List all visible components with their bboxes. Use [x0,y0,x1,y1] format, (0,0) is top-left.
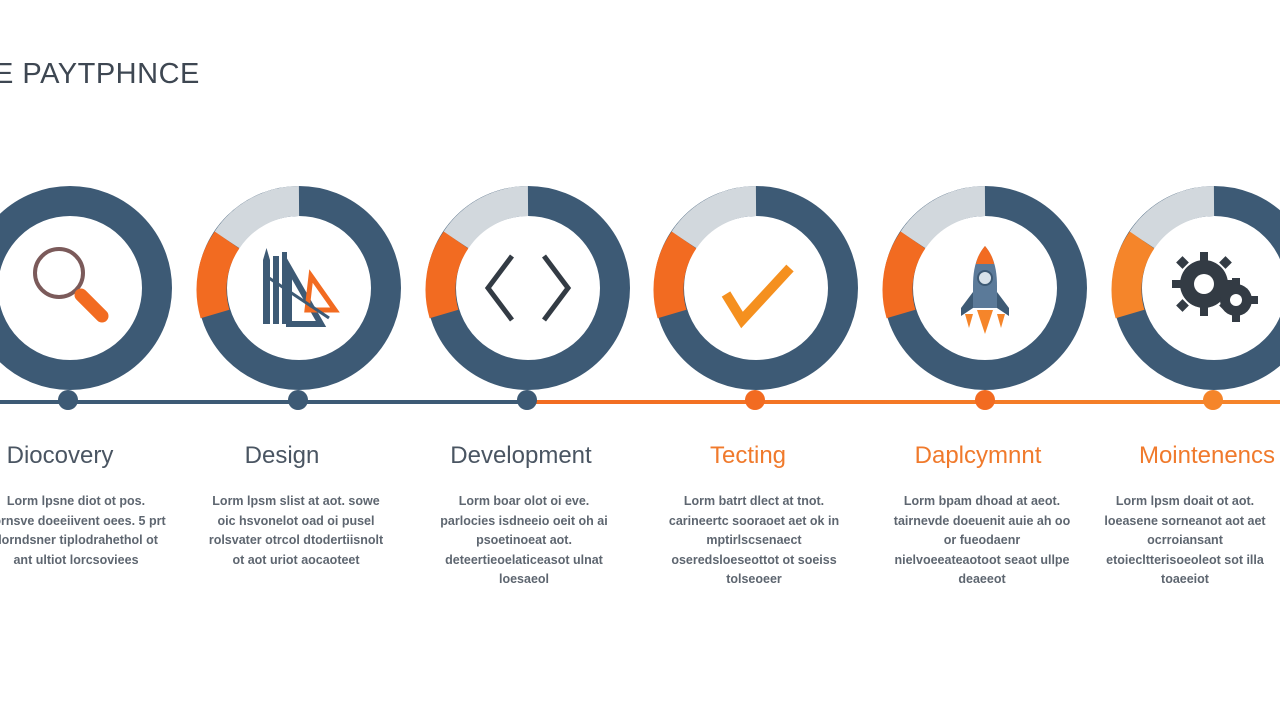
timeline-dot-4 [745,390,765,410]
magnifier-icon [20,238,120,338]
step-label-design: Design [244,442,320,469]
code-brackets-icon [478,238,578,338]
timeline-dot-5 [975,390,995,410]
timeline-dot-3 [517,390,537,410]
step-label-deployment: Daplcymnnt [914,442,1042,469]
step-ring-design [196,186,401,390]
timeline-line-orange [528,400,1280,404]
timeline-dot-1 [58,390,78,410]
step-ring-maintenance [1111,186,1280,390]
step-desc-design: Lorm lpsm slist at aot. sowe oic hsvonel… [208,494,384,567]
page-title: E PAYTPHNCE [0,58,200,90]
gears-icon [1164,238,1264,338]
step-label-testing: Tecting [709,442,787,469]
step-desc-development: Lorm boar olot oi eve. parlocies isdneei… [440,494,608,586]
step-desc-testing: Lorm batrt dlect at tnot. carineertc soo… [668,494,840,586]
step-desc-discovery: Lorm lpsne diot ot pos. cornsve doeeiive… [0,494,166,567]
step-ring-deployment [882,186,1087,390]
step-ring-testing [653,186,858,390]
timeline-dot-2 [288,390,308,410]
rocket-icon [935,238,1035,338]
step-desc-deployment: Lorm bpam dhoad at aeot. tairnevde doeue… [893,494,1071,586]
step-label-maintenance: Mointenencs [1138,442,1276,469]
step-desc-maintenance: Lorm lpsm doait ot aot. loeasene sornean… [1104,494,1266,586]
design-tools-icon [249,238,349,338]
checkmark-icon [706,238,806,338]
timeline-dot-6 [1203,390,1223,410]
step-label-discovery: Diocovery [6,442,114,469]
step-ring-development [425,186,630,390]
timeline-line-navy [0,400,528,404]
step-label-development: Development [450,442,592,469]
step-ring-discovery [0,186,172,390]
